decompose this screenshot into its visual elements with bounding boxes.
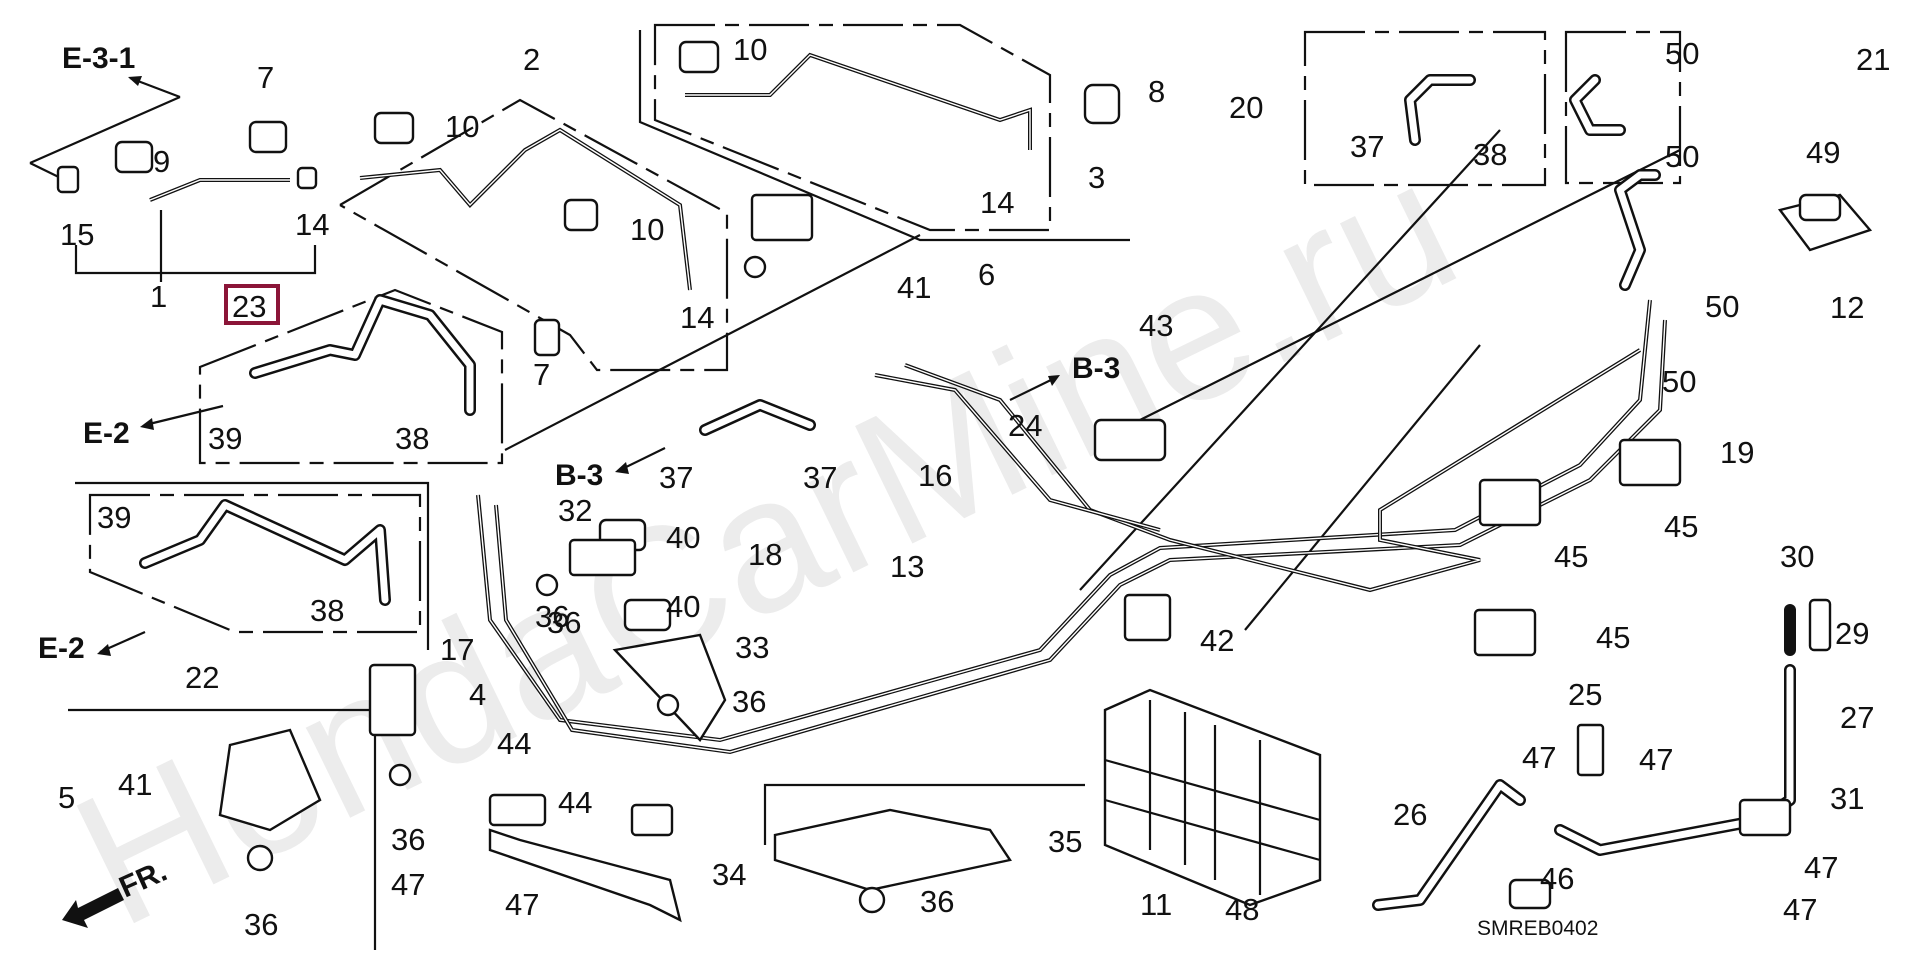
callout-7[interactable]: 7 — [533, 357, 550, 392]
callout-38[interactable]: 38 — [1473, 137, 1507, 172]
callout-48[interactable]: 48 — [1225, 892, 1259, 927]
callout-40[interactable]: 40 — [666, 520, 700, 555]
callout-20[interactable]: 20 — [1229, 90, 1263, 125]
callout-3[interactable]: 3 — [1088, 160, 1105, 195]
callout-36[interactable]: 36 — [920, 884, 954, 919]
callout-21[interactable]: 21 — [1856, 42, 1890, 77]
callout-47[interactable]: 47 — [1639, 742, 1673, 777]
callout-39[interactable]: 39 — [97, 500, 131, 535]
nuts — [246, 255, 886, 914]
callout-13[interactable]: 13 — [890, 549, 924, 584]
callout-6[interactable]: 6 — [978, 257, 995, 292]
section-ref-e-2-top: E-2 — [83, 417, 130, 450]
callout-40[interactable]: 40 — [666, 589, 700, 624]
callout-46[interactable]: 46 — [1540, 861, 1574, 896]
callout-37[interactable]: 37 — [659, 460, 693, 495]
section-ref-b-3-left: B-3 — [555, 459, 603, 492]
callout-16[interactable]: 16 — [918, 458, 952, 493]
callout-31[interactable]: 31 — [1830, 781, 1864, 816]
callout-41[interactable]: 41 — [118, 767, 152, 802]
callout-45[interactable]: 45 — [1554, 539, 1588, 574]
callout-32[interactable]: 32 — [558, 493, 592, 528]
callout-18[interactable]: 18 — [748, 537, 782, 572]
callout-17[interactable]: 17 — [440, 632, 474, 667]
pipe-assembly — [139, 52, 1796, 911]
clips — [56, 40, 1832, 923]
callout-42[interactable]: 42 — [1200, 623, 1234, 658]
callout-35[interactable]: 35 — [1048, 824, 1082, 859]
callout-10[interactable]: 10 — [445, 109, 479, 144]
callout-47[interactable]: 47 — [1522, 740, 1556, 775]
callout-14[interactable]: 14 — [295, 207, 329, 242]
section-ref-e-2-bottom: E-2 — [38, 632, 85, 665]
callout-45[interactable]: 45 — [1664, 509, 1698, 544]
section-refs: E-3-1 E-2 E-2 B-3 B-3 — [38, 42, 1120, 665]
callout-50[interactable]: 50 — [1665, 139, 1699, 174]
callout-24[interactable]: 24 — [1008, 408, 1042, 443]
callout-33[interactable]: 33 — [735, 630, 769, 665]
callout-47[interactable]: 47 — [505, 887, 539, 922]
callout-labels: 1234567789101010111213141414151617181920… — [58, 32, 1890, 942]
callout-39[interactable]: 39 — [208, 421, 242, 456]
callout-41[interactable]: 41 — [897, 270, 931, 305]
callout-22[interactable]: 22 — [185, 660, 219, 695]
callout-36[interactable]: 36 — [547, 605, 581, 640]
callout-4[interactable]: 4 — [469, 677, 486, 712]
callout-26[interactable]: 26 — [1393, 797, 1427, 832]
callout-14[interactable]: 14 — [680, 300, 714, 335]
callout-43[interactable]: 43 — [1139, 308, 1173, 343]
callout-8[interactable]: 8 — [1148, 74, 1165, 109]
callout-45[interactable]: 45 — [1596, 620, 1630, 655]
diagram-code: SMREB0402 — [1477, 917, 1598, 940]
callout-10[interactable]: 10 — [733, 32, 767, 67]
callout-19[interactable]: 19 — [1720, 435, 1754, 470]
callout-5[interactable]: 5 — [58, 780, 75, 815]
callout-27[interactable]: 27 — [1840, 700, 1874, 735]
callout-12[interactable]: 12 — [1830, 290, 1864, 325]
callout-37[interactable]: 37 — [803, 460, 837, 495]
callout-30[interactable]: 30 — [1780, 539, 1814, 574]
callout-47[interactable]: 47 — [391, 867, 425, 902]
callout-14[interactable]: 14 — [980, 185, 1014, 220]
callout-2[interactable]: 2 — [523, 42, 540, 77]
callout-37[interactable]: 37 — [1350, 129, 1384, 164]
callout-36[interactable]: 36 — [244, 907, 278, 942]
callout-34[interactable]: 34 — [712, 857, 746, 892]
callout-47[interactable]: 47 — [1783, 892, 1817, 927]
callout-7[interactable]: 7 — [257, 60, 274, 95]
callout-29[interactable]: 29 — [1835, 616, 1869, 651]
callout-36[interactable]: 36 — [732, 684, 766, 719]
callout-10[interactable]: 10 — [630, 212, 664, 247]
callout-38[interactable]: 38 — [395, 421, 429, 456]
callout-49[interactable]: 49 — [1806, 135, 1840, 170]
callout-25[interactable]: 25 — [1568, 677, 1602, 712]
highlight-box — [224, 284, 280, 325]
section-ref-b-3-right: B-3 — [1072, 352, 1120, 385]
callout-23[interactable]: 23 — [232, 289, 266, 324]
callout-1[interactable]: 1 — [150, 279, 167, 314]
callout-50[interactable]: 50 — [1662, 364, 1696, 399]
callout-36[interactable]: 36 — [535, 599, 569, 634]
purge-valve-12 — [1777, 193, 1873, 252]
callout-36[interactable]: 36 — [391, 822, 425, 857]
callout-50[interactable]: 50 — [1665, 36, 1699, 71]
callout-9[interactable]: 9 — [153, 144, 170, 179]
frame-lines — [29, 23, 1682, 950]
callout-15[interactable]: 15 — [60, 217, 94, 252]
callout-38[interactable]: 38 — [310, 593, 344, 628]
canister — [1103, 688, 1322, 907]
callout-50[interactable]: 50 — [1705, 289, 1739, 324]
callout-11[interactable]: 11 — [1140, 887, 1172, 922]
callout-44[interactable]: 44 — [497, 726, 531, 761]
parts — [56, 40, 1873, 923]
callout-47[interactable]: 47 — [1804, 850, 1838, 885]
section-ref-e-3-1: E-3-1 — [62, 42, 135, 75]
callout-44[interactable]: 44 — [558, 785, 592, 820]
